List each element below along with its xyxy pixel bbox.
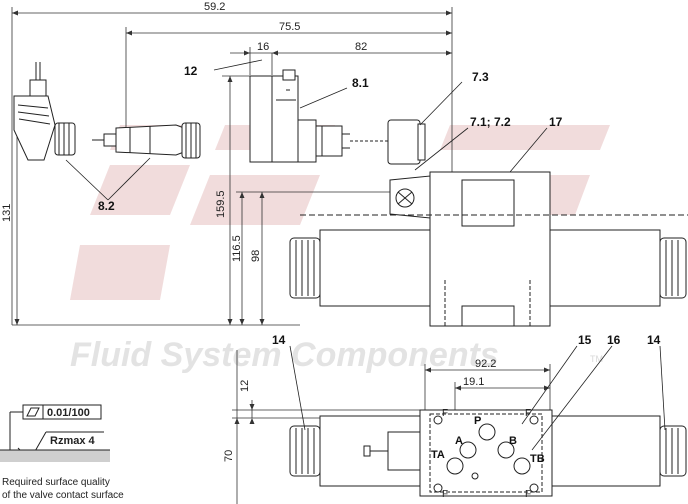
callout-16: 16 — [607, 333, 621, 347]
port-a-label: A — [455, 435, 463, 447]
callout-12: 12 — [184, 64, 198, 78]
straight-plug — [92, 122, 201, 159]
port-f-mark-4: F — [525, 489, 531, 500]
watermark-tm: TM — [590, 354, 603, 364]
surface-note-line-1: Required surface quality — [2, 477, 110, 488]
dim-plug-length: 75.5 — [279, 21, 300, 33]
port-ta-label: TA — [431, 449, 445, 461]
valve-bottom-view — [289, 409, 687, 497]
roughness-value: Rzmax 4 — [50, 435, 96, 447]
callout-8-2: 8.2 — [98, 199, 115, 213]
callout-15: 15 — [578, 333, 592, 347]
callout-14-left: 14 — [272, 333, 286, 347]
dim-70: 70 — [223, 450, 235, 462]
callout-8-1: 8.1 — [352, 76, 369, 90]
flatness-value: 0.01/100 — [47, 407, 90, 419]
callout-17: 17 — [549, 115, 563, 129]
connector-and-plug — [249, 69, 390, 163]
callout-7-3: 7.3 — [472, 70, 489, 84]
top-dimension-arrows — [12, 10, 452, 56]
dim-height-116-5: 116.5 — [231, 235, 243, 262]
dim-port-offset: 19.1 — [463, 376, 484, 388]
dim-12: 12 — [239, 380, 251, 392]
vertical-dimension-arrows — [14, 76, 265, 325]
port-f-mark-1: F — [442, 408, 448, 419]
port-tb-label: TB — [530, 453, 545, 465]
dim-port-span: 92.2 — [475, 358, 496, 370]
dim-height-98: 98 — [250, 250, 262, 262]
surface-quality-symbol: 0.01/100 Rzmax 4 Required surface qualit… — [0, 404, 124, 501]
dim-height-131: 131 — [1, 204, 13, 222]
dim-82: 82 — [355, 41, 367, 53]
angled-plug — [13, 62, 76, 161]
port-b-label: B — [509, 435, 517, 447]
callout-7-1-7-2: 7.1; 7.2 — [470, 115, 511, 129]
port-f-mark-2: F — [525, 408, 531, 419]
watermark-text: Fluid System Components — [70, 336, 499, 374]
cap-7-3 — [387, 119, 426, 165]
callout-14-right: 14 — [647, 333, 661, 347]
port-f-mark-3: F — [442, 489, 448, 500]
valve-side-view — [289, 171, 688, 327]
port-p-label: P — [474, 415, 481, 427]
dim-offset-16: 16 — [257, 41, 269, 53]
dim-overall-length: 59.2 — [204, 1, 225, 13]
surface-note-line-2: of the valve contact surface — [2, 490, 124, 501]
callout-leaders-bottom — [289, 345, 666, 451]
callout-leaders-top — [65, 59, 548, 201]
dim-height-159-5: 159.5 — [215, 190, 227, 218]
